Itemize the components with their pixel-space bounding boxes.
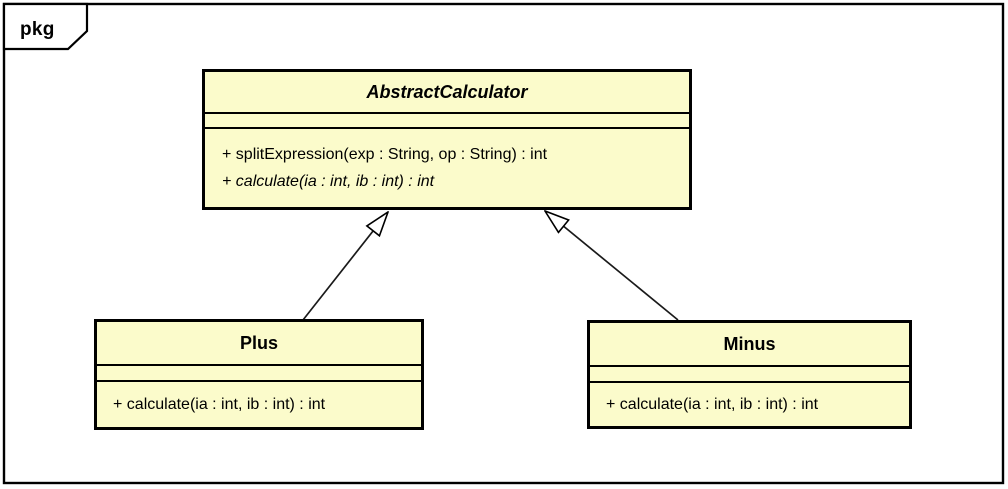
- generalization-arrow-plus: [302, 212, 388, 321]
- method-calculate-plus: + calculate(ia : int, ib : int) : int: [113, 396, 326, 413]
- methods-compartment: + calculate(ia : int, ib : int) : int: [590, 383, 909, 426]
- methods-compartment: + calculate(ia : int, ib : int) : int: [97, 382, 421, 427]
- methods-compartment: + splitExpression(exp : String, op : Str…: [205, 129, 689, 207]
- attributes-compartment: [590, 367, 909, 383]
- attributes-compartment: [205, 114, 689, 129]
- class-box-minus: Minus + calculate(ia : int, ib : int) : …: [587, 320, 912, 429]
- method-calculate-minus: + calculate(ia : int, ib : int) : int: [606, 396, 819, 413]
- attributes-compartment: [97, 366, 421, 382]
- class-name-plus: Plus: [97, 322, 421, 366]
- class-name-abstract-calculator: AbstractCalculator: [205, 72, 689, 114]
- class-box-plus: Plus + calculate(ia : int, ib : int) : i…: [94, 319, 424, 430]
- generalization-arrow-minus: [545, 211, 679, 321]
- method-split-expression: + splitExpression(exp : String, op : Str…: [222, 146, 548, 163]
- class-box-abstract-calculator: AbstractCalculator + splitExpression(exp…: [202, 69, 692, 210]
- package-tab: [2, 2, 89, 51]
- class-name-minus: Minus: [590, 323, 909, 367]
- method-calculate-abstract: + calculate(ia : int, ib : int) : int: [222, 173, 435, 190]
- package-tab-label: pkg: [20, 19, 55, 40]
